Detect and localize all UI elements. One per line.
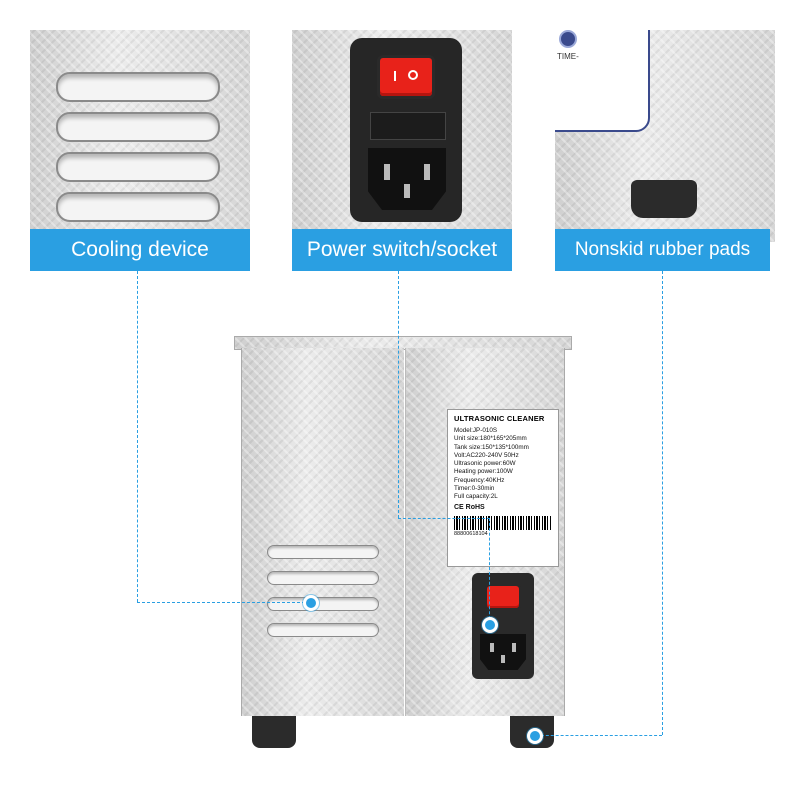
power-socket-closeup [292,30,512,242]
spec-line: Unit size:180*165*205mm [454,435,527,443]
vent-slot [56,72,220,102]
device-lid [234,336,572,350]
caption-rubber-pads: Nonskid rubber pads [555,229,770,271]
leader-line-cooling [137,602,310,603]
power-switch [380,58,432,96]
spec-line: Tank size:150*135*100mm [454,443,529,451]
leader-line-pads [662,271,663,735]
caption-power-socket: Power switch/socket [292,229,512,271]
rubber-pad-closeup: TIME- [555,30,775,242]
timer-text: TIME- [557,52,579,61]
leader-line-power [398,271,399,518]
spec-label-title: ULTRASONIC CLEANER [454,414,545,423]
rubber-foot [252,716,296,748]
caption-cooling-device: Cooling device [30,229,250,271]
fuse-holder [370,112,446,140]
spec-line: Ultrasonic power:60W [454,460,516,468]
barcode [454,515,552,530]
vent-slot [267,623,379,637]
spec-line: Heating power:100W [454,468,513,476]
control-panel-corner: TIME- [555,30,650,132]
device-body-left [241,348,404,716]
spec-line: Frequency:40KHz [454,476,505,484]
vent-slot [267,545,379,559]
certification-marks: CE RoHS [454,503,485,511]
leader-line-power [489,518,490,624]
leader-line-power [398,518,490,519]
rubber-foot [631,180,697,218]
spec-line: Volt:AC220-240V 50Hz [454,451,519,459]
vent-slot [267,597,379,611]
vent-slot [56,112,220,142]
cooling-device-closeup [30,30,250,242]
vent-slot [56,192,220,222]
callout-dot-pads [527,728,543,744]
vent-slot [267,571,379,585]
leader-line-cooling [137,271,138,602]
vent-slot [56,152,220,182]
spec-label: ULTRASONIC CLEANER Model:JP-010S Unit si… [447,409,559,567]
barcode-number: 88800618104 [454,530,488,537]
spec-line: Model:JP-010S [454,427,498,434]
iec-socket-small [480,634,526,670]
callout-dot-cooling [303,595,319,611]
callout-dot-power [482,617,498,633]
iec-socket [368,148,446,210]
leader-line-pads [536,735,662,736]
spec-line: Timer:0-30min [454,485,495,493]
knob-icon [559,30,577,48]
spec-line: Full capacity:2L [454,493,498,501]
power-switch-small [487,586,519,608]
